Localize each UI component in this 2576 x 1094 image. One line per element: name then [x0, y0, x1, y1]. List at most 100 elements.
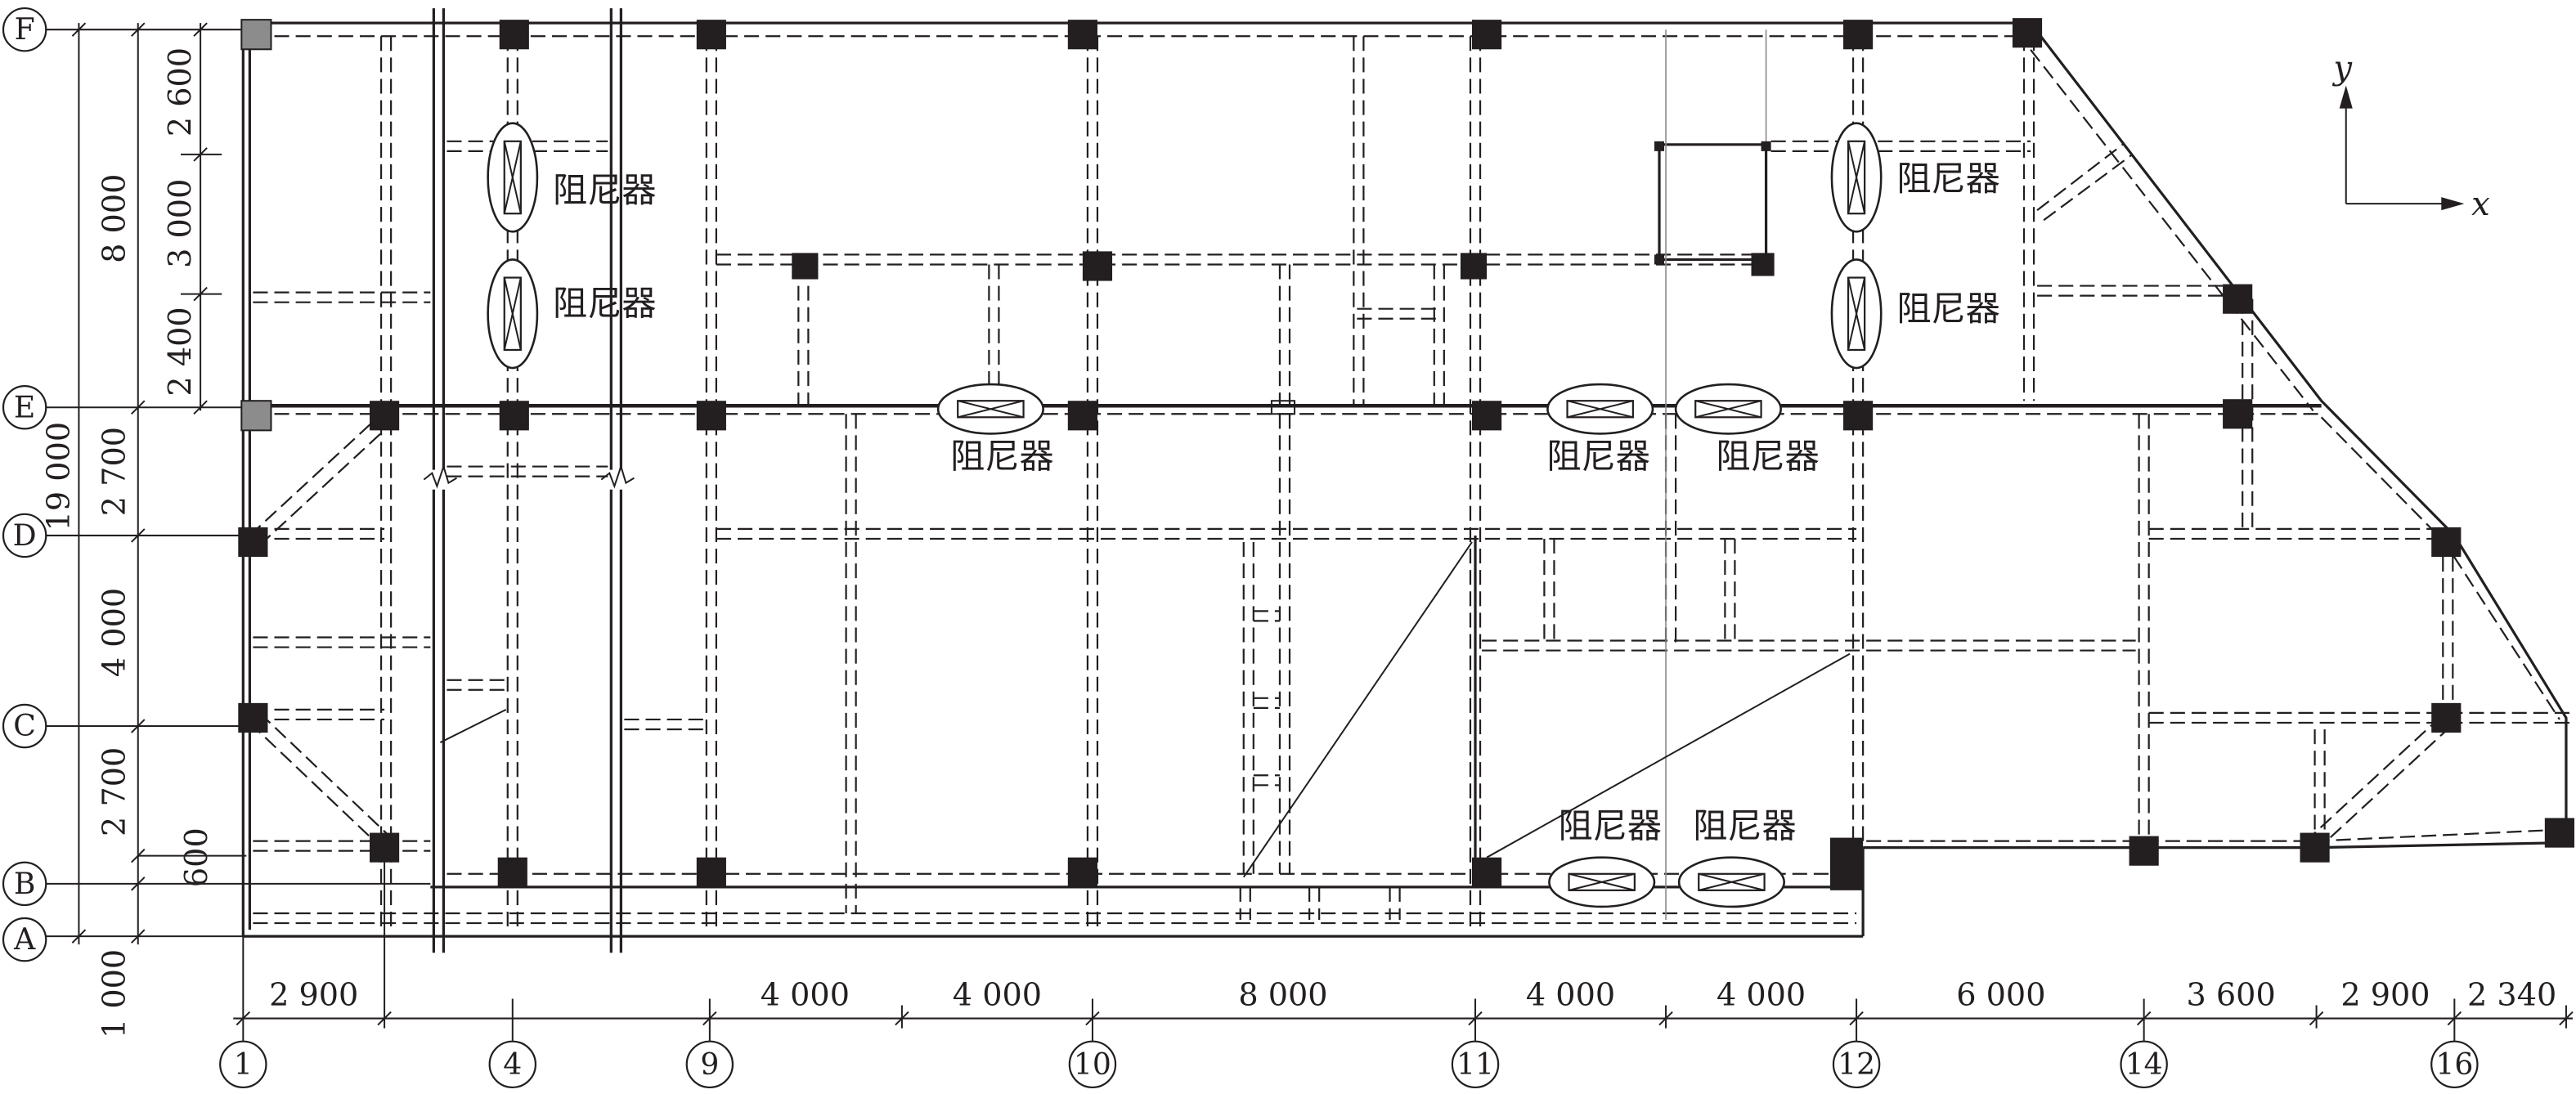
grid-label-row-c: C — [13, 708, 36, 743]
grid-label-row-e: E — [14, 389, 35, 424]
dim-2900-right: 2 900 — [2340, 976, 2430, 1012]
grid-label-row-d: D — [13, 518, 37, 553]
column — [1472, 20, 1502, 50]
grid-label-col-4: 4 — [503, 1047, 522, 1082]
dim-2900-left: 2 900 — [269, 976, 358, 1012]
column — [238, 702, 268, 733]
column-hatched — [240, 19, 272, 51]
column — [1067, 20, 1097, 50]
shaft-walls-col-4 — [432, 8, 622, 953]
damper-vertical — [1830, 122, 1883, 233]
bottom-dimension-ticks — [236, 1011, 2574, 1026]
column — [1472, 857, 1502, 887]
column-hatched — [240, 400, 272, 432]
grid-bubble-row-d — [2, 513, 47, 558]
thin-reference-lines — [1665, 29, 1767, 921]
damper-cross — [1847, 277, 1866, 351]
dim-19000: 19 000 — [40, 422, 76, 531]
small-beam-joint — [1270, 400, 1296, 415]
column-grid-bubbles: 1 4 9 10 11 12 14 16 — [219, 1040, 2479, 1089]
column — [696, 20, 726, 50]
column — [1843, 20, 1874, 50]
damper-label: 阻尼器 — [1716, 437, 1820, 477]
damper-cross — [1847, 141, 1866, 214]
damper-label: 阻尼器 — [1546, 437, 1650, 477]
damper-horizontal — [1674, 383, 1782, 435]
column — [2431, 527, 2462, 558]
damper-horizontal — [1677, 856, 1786, 908]
grid-bubble-col-11 — [1451, 1040, 1500, 1089]
diagonal-braces — [249, 32, 2560, 845]
damper-label: 阻尼器 — [950, 437, 1054, 477]
column — [2431, 702, 2462, 733]
dim-2700-lower: 2 700 — [96, 747, 132, 836]
grid-bubble-col-14 — [2120, 1040, 2168, 1089]
beams — [249, 29, 2571, 930]
damper-vertical — [487, 122, 539, 233]
y-axis-label: y — [2331, 49, 2353, 87]
grid-label-col-14: 14 — [2125, 1047, 2163, 1082]
grid-bubble-col-12 — [1832, 1040, 1881, 1089]
column — [370, 832, 400, 863]
coordinate-axes: y x — [2331, 49, 2490, 223]
damper-label: 阻尼器 — [553, 170, 657, 210]
damper-label: 阻尼器 — [1896, 289, 2000, 329]
dim-1000: 1 000 — [96, 949, 132, 1038]
column — [696, 857, 726, 887]
dim-4000-left: 4 000 — [96, 588, 132, 677]
grid-label-col-16: 16 — [2435, 1047, 2473, 1082]
dim-6000: 6 000 — [1956, 976, 2045, 1012]
column — [370, 401, 400, 431]
grid-bubble-row-e — [2, 385, 47, 430]
bottom-extension-lines — [242, 854, 2567, 1042]
damper-label: 阻尼器 — [553, 284, 657, 324]
column — [2300, 832, 2330, 863]
grid-bubble-col-9 — [685, 1040, 734, 1089]
dim-8000: 8 000 — [96, 174, 132, 263]
grid-label-col-12: 12 — [1838, 1047, 1875, 1082]
damper-cross — [503, 277, 522, 351]
column — [1654, 141, 1665, 151]
damper-cross — [1694, 400, 1761, 419]
grid-bubble-col-1 — [219, 1040, 267, 1089]
x-axis-label: x — [2471, 186, 2490, 223]
damper-horizontal — [1546, 383, 1654, 435]
dim-2700-upper: 2 700 — [96, 427, 132, 516]
grid-bubble-row-b — [2, 861, 47, 907]
column — [1654, 254, 1665, 265]
row-grid-bubbles: F E D C B A — [2, 7, 47, 962]
damper-label: 阻尼器 — [1693, 806, 1797, 846]
grid-bubble-row-c — [2, 703, 47, 749]
diagonal-solid-lines — [439, 541, 1851, 878]
damper-label: 阻尼器 — [1896, 159, 2000, 199]
column — [499, 401, 529, 431]
dimension-ticks — [71, 22, 208, 944]
column — [1067, 857, 1097, 887]
column — [1067, 401, 1097, 431]
damper-horizontal — [936, 383, 1044, 435]
grid-label-row-b: B — [14, 866, 36, 901]
bottom-dimension-system: 2 900 4 000 4 000 8 000 4 000 4 000 6 00… — [233, 854, 2574, 1042]
damper-labels: 阻尼器 阻尼器 阻尼器 阻尼器 阻尼器 阻尼器 阻尼器 阻尼器 阻尼器 — [553, 159, 2000, 846]
y-arrow-head — [2339, 85, 2353, 109]
grid-bubble-col-4 — [488, 1040, 537, 1089]
grid-bubble-row-a — [2, 917, 47, 962]
column — [2223, 399, 2253, 429]
damper-cross — [1568, 872, 1636, 891]
column — [1843, 401, 1874, 431]
dim-8000-bottom: 8 000 — [1238, 976, 1327, 1012]
damper-horizontal — [1548, 856, 1656, 908]
column — [1082, 251, 1113, 281]
dim-2340: 2 340 — [2467, 976, 2556, 1012]
column — [238, 527, 268, 558]
grid-label-row-f: F — [15, 11, 35, 47]
x-arrow-head — [2441, 197, 2465, 211]
dim-4000-b: 4 000 — [953, 976, 1042, 1012]
grid-bubble-col-10 — [1068, 1040, 1117, 1089]
damper-vertical — [487, 258, 539, 370]
columns — [238, 18, 2574, 890]
walls — [241, 8, 2568, 953]
dim-4000-d: 4 000 — [1717, 976, 1806, 1012]
grid-label-col-1: 1 — [234, 1047, 253, 1082]
